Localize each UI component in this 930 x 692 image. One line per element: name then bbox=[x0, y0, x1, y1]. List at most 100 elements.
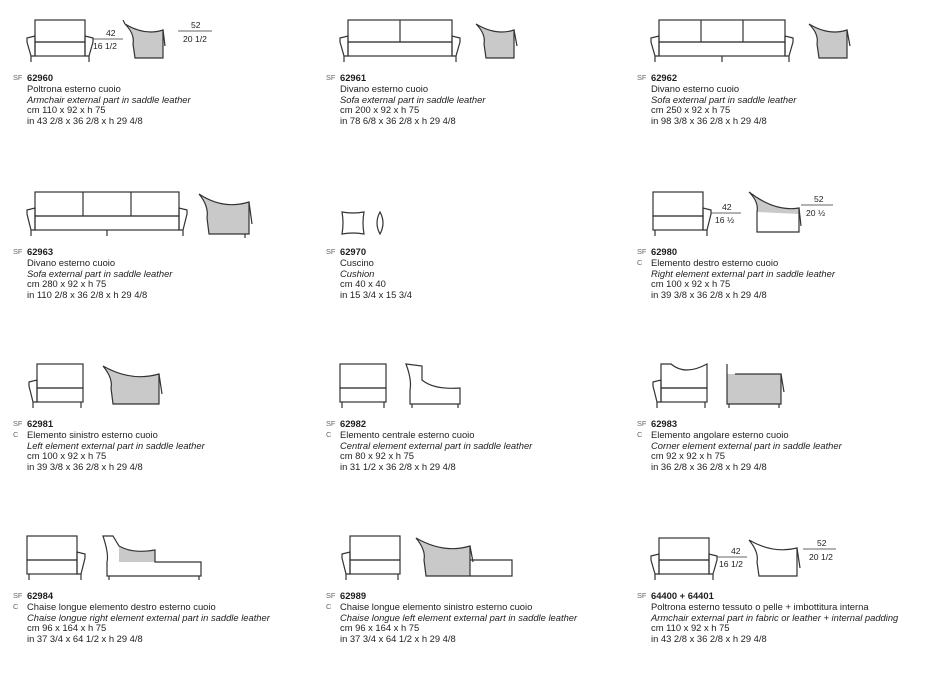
size-inch: in 78 6/8 x 36 2/8 x h 29 4/8 bbox=[340, 115, 456, 127]
product-drawing bbox=[326, 188, 626, 263]
prefix-sf: SF bbox=[637, 591, 647, 600]
name-italian: Divano esterno cuoio bbox=[340, 82, 429, 94]
product-drawing bbox=[326, 532, 626, 607]
dim-c: 52 bbox=[817, 538, 827, 548]
size-inch: in 31 1/2 x 36 2/8 x h 29 4/8 bbox=[340, 461, 456, 473]
product-drawing bbox=[326, 360, 626, 435]
name-italian: Chaise longue elemento sinistro esterno … bbox=[340, 600, 533, 612]
prefix-c: C bbox=[637, 257, 643, 267]
name-italian: Elemento angolare esterno cuoio bbox=[651, 428, 789, 440]
product-drawing: 42 16 1/2 52 20 1/2 bbox=[637, 532, 930, 607]
name-english: Central element external part in saddle … bbox=[340, 439, 533, 451]
dim-b: 16 1/2 bbox=[93, 41, 117, 51]
size-inch: in 39 3/8 x 36 2/8 x h 29 4/8 bbox=[27, 461, 143, 473]
product-code: 62963 bbox=[27, 246, 54, 257]
name-english: Sofa external part in saddle leather bbox=[651, 93, 797, 105]
product-code: 62982 bbox=[340, 418, 367, 429]
name-italian: Elemento centrale esterno cuoio bbox=[340, 428, 475, 440]
sofa-front-view bbox=[339, 19, 461, 62]
size-cm: cm 92 x 92 x h 75 bbox=[651, 450, 725, 462]
prefix-sf: SF bbox=[637, 247, 647, 256]
product-code: 62962 bbox=[651, 72, 678, 83]
chaise-left-front-view bbox=[341, 535, 401, 580]
product-62962: SF 62962 Divano esterno cuoio Sofa extern… bbox=[637, 14, 930, 174]
name-italian: Divano esterno cuoio bbox=[27, 256, 116, 268]
prefix-sf: SF bbox=[13, 247, 23, 256]
corner-element-front-view bbox=[652, 362, 708, 408]
product-drawing bbox=[13, 532, 313, 607]
right-element-front-view bbox=[652, 191, 712, 236]
product-drawing: 42 16 1/2 52 20 1/2 bbox=[13, 14, 313, 89]
name-italian: Elemento sinistro esterno cuoio bbox=[27, 428, 158, 440]
name-italian: Divano esterno cuoio bbox=[651, 82, 740, 94]
dim-c: 52 bbox=[191, 20, 201, 30]
corner-element-side-view bbox=[726, 364, 785, 408]
prefix-sf: SF bbox=[13, 419, 23, 428]
prefix-c: C bbox=[326, 429, 332, 439]
product-drawing bbox=[637, 14, 930, 89]
prefix-sf: SF bbox=[637, 419, 647, 428]
prefix-sf: SF bbox=[326, 591, 336, 600]
size-inch: in 43 2/8 x 36 2/8 x h 29 4/8 bbox=[651, 633, 767, 645]
name-italian: Elemento destro esterno cuoio bbox=[651, 256, 779, 268]
dimension-marks: 42 16 1/2 52 20 1/2 bbox=[93, 20, 212, 51]
name-italian: Cuscino bbox=[340, 256, 374, 268]
chaise-left-side-view bbox=[415, 537, 513, 577]
sofa-front-view bbox=[26, 191, 188, 236]
prefix-sf: SF bbox=[326, 73, 336, 82]
armchair-side-view bbox=[122, 19, 166, 59]
size-inch: in 15 3/4 x 15 3/4 bbox=[340, 289, 412, 301]
dim-d: 20 1/2 bbox=[183, 34, 207, 44]
product-code: 62961 bbox=[340, 72, 367, 83]
size-cm: cm 250 x 92 x h 75 bbox=[651, 104, 731, 116]
central-element-side-view bbox=[405, 363, 461, 408]
dim-a: 42 bbox=[106, 28, 116, 38]
size-cm: cm 100 x 92 x h 75 bbox=[651, 278, 731, 290]
dim-c: 52 bbox=[814, 194, 824, 204]
armchair-front-view bbox=[650, 537, 718, 580]
prefix-c: C bbox=[13, 601, 19, 611]
dim-a: 42 bbox=[731, 546, 741, 556]
size-cm: cm 110 x 92 x h 75 bbox=[651, 622, 730, 634]
dimension-marks: 42 16 ½ 52 20 ½ bbox=[711, 194, 833, 225]
product-drawing bbox=[637, 360, 930, 435]
name-english: Armchair external part in saddle leather bbox=[27, 93, 191, 105]
size-inch: in 110 2/8 x 36 2/8 x h 29 4/8 bbox=[27, 289, 148, 301]
dim-b: 16 1/2 bbox=[719, 559, 743, 569]
size-inch: in 39 3/8 x 36 2/8 x h 29 4/8 bbox=[651, 289, 767, 301]
prefix-sf: SF bbox=[637, 73, 647, 82]
product-drawing bbox=[13, 188, 313, 263]
product-code: 62970 bbox=[340, 246, 367, 257]
prefix-sf: SF bbox=[13, 73, 23, 82]
size-cm: cm 96 x 164 x h 75 bbox=[340, 622, 420, 634]
sofa-front-view bbox=[650, 19, 794, 62]
size-cm: cm 100 x 92 x h 75 bbox=[27, 450, 107, 462]
left-element-side-view bbox=[102, 365, 163, 405]
size-inch: in 98 3/8 x 36 2/8 x h 29 4/8 bbox=[651, 115, 767, 127]
size-inch: in 37 3/4 x 64 1/2 x h 29 4/8 bbox=[27, 633, 143, 645]
prefix-sf: SF bbox=[13, 591, 23, 600]
name-english: Chaise longue left element external part… bbox=[340, 611, 578, 623]
sofa-side-view bbox=[198, 193, 253, 238]
dim-b: 16 ½ bbox=[715, 215, 734, 225]
size-cm: cm 80 x 92 x h 75 bbox=[340, 450, 414, 462]
prefix-c: C bbox=[326, 601, 332, 611]
name-english: Armchair external part in fabric or leat… bbox=[651, 611, 899, 623]
dim-d: 20 1/2 bbox=[809, 552, 833, 562]
prefix-c: C bbox=[13, 429, 19, 439]
product-code: 62960 bbox=[27, 72, 54, 83]
